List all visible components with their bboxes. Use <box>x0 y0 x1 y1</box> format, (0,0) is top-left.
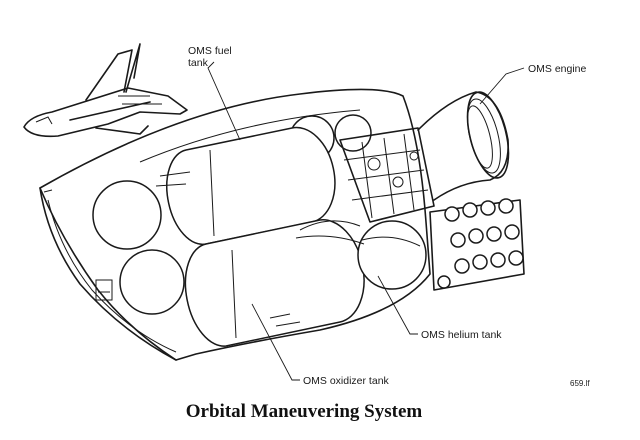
fuel-tank-label-line1: OMS fuel <box>188 45 232 57</box>
fuel-tank-label-line2: tank <box>188 57 209 69</box>
helium-tank-label: OMS helium tank <box>421 329 502 341</box>
rcs-thrusters <box>429 198 525 291</box>
oms-pod-shell <box>39 88 431 361</box>
plumbing-block <box>95 127 435 327</box>
leader-lines <box>207 61 525 381</box>
space-shuttle-icon <box>23 43 188 138</box>
fuel-tank <box>166 126 336 246</box>
figure-number: 659.lf <box>570 379 590 388</box>
engine-label: OMS engine <box>528 63 587 75</box>
oms-engine-nozzle <box>417 91 510 201</box>
oxidizer-tank <box>184 219 365 347</box>
diagram-caption: Orbital Maneuvering System <box>186 401 423 422</box>
oxidizer-tank-label: OMS oxidizer tank <box>303 375 390 387</box>
helium-tank <box>357 220 427 290</box>
